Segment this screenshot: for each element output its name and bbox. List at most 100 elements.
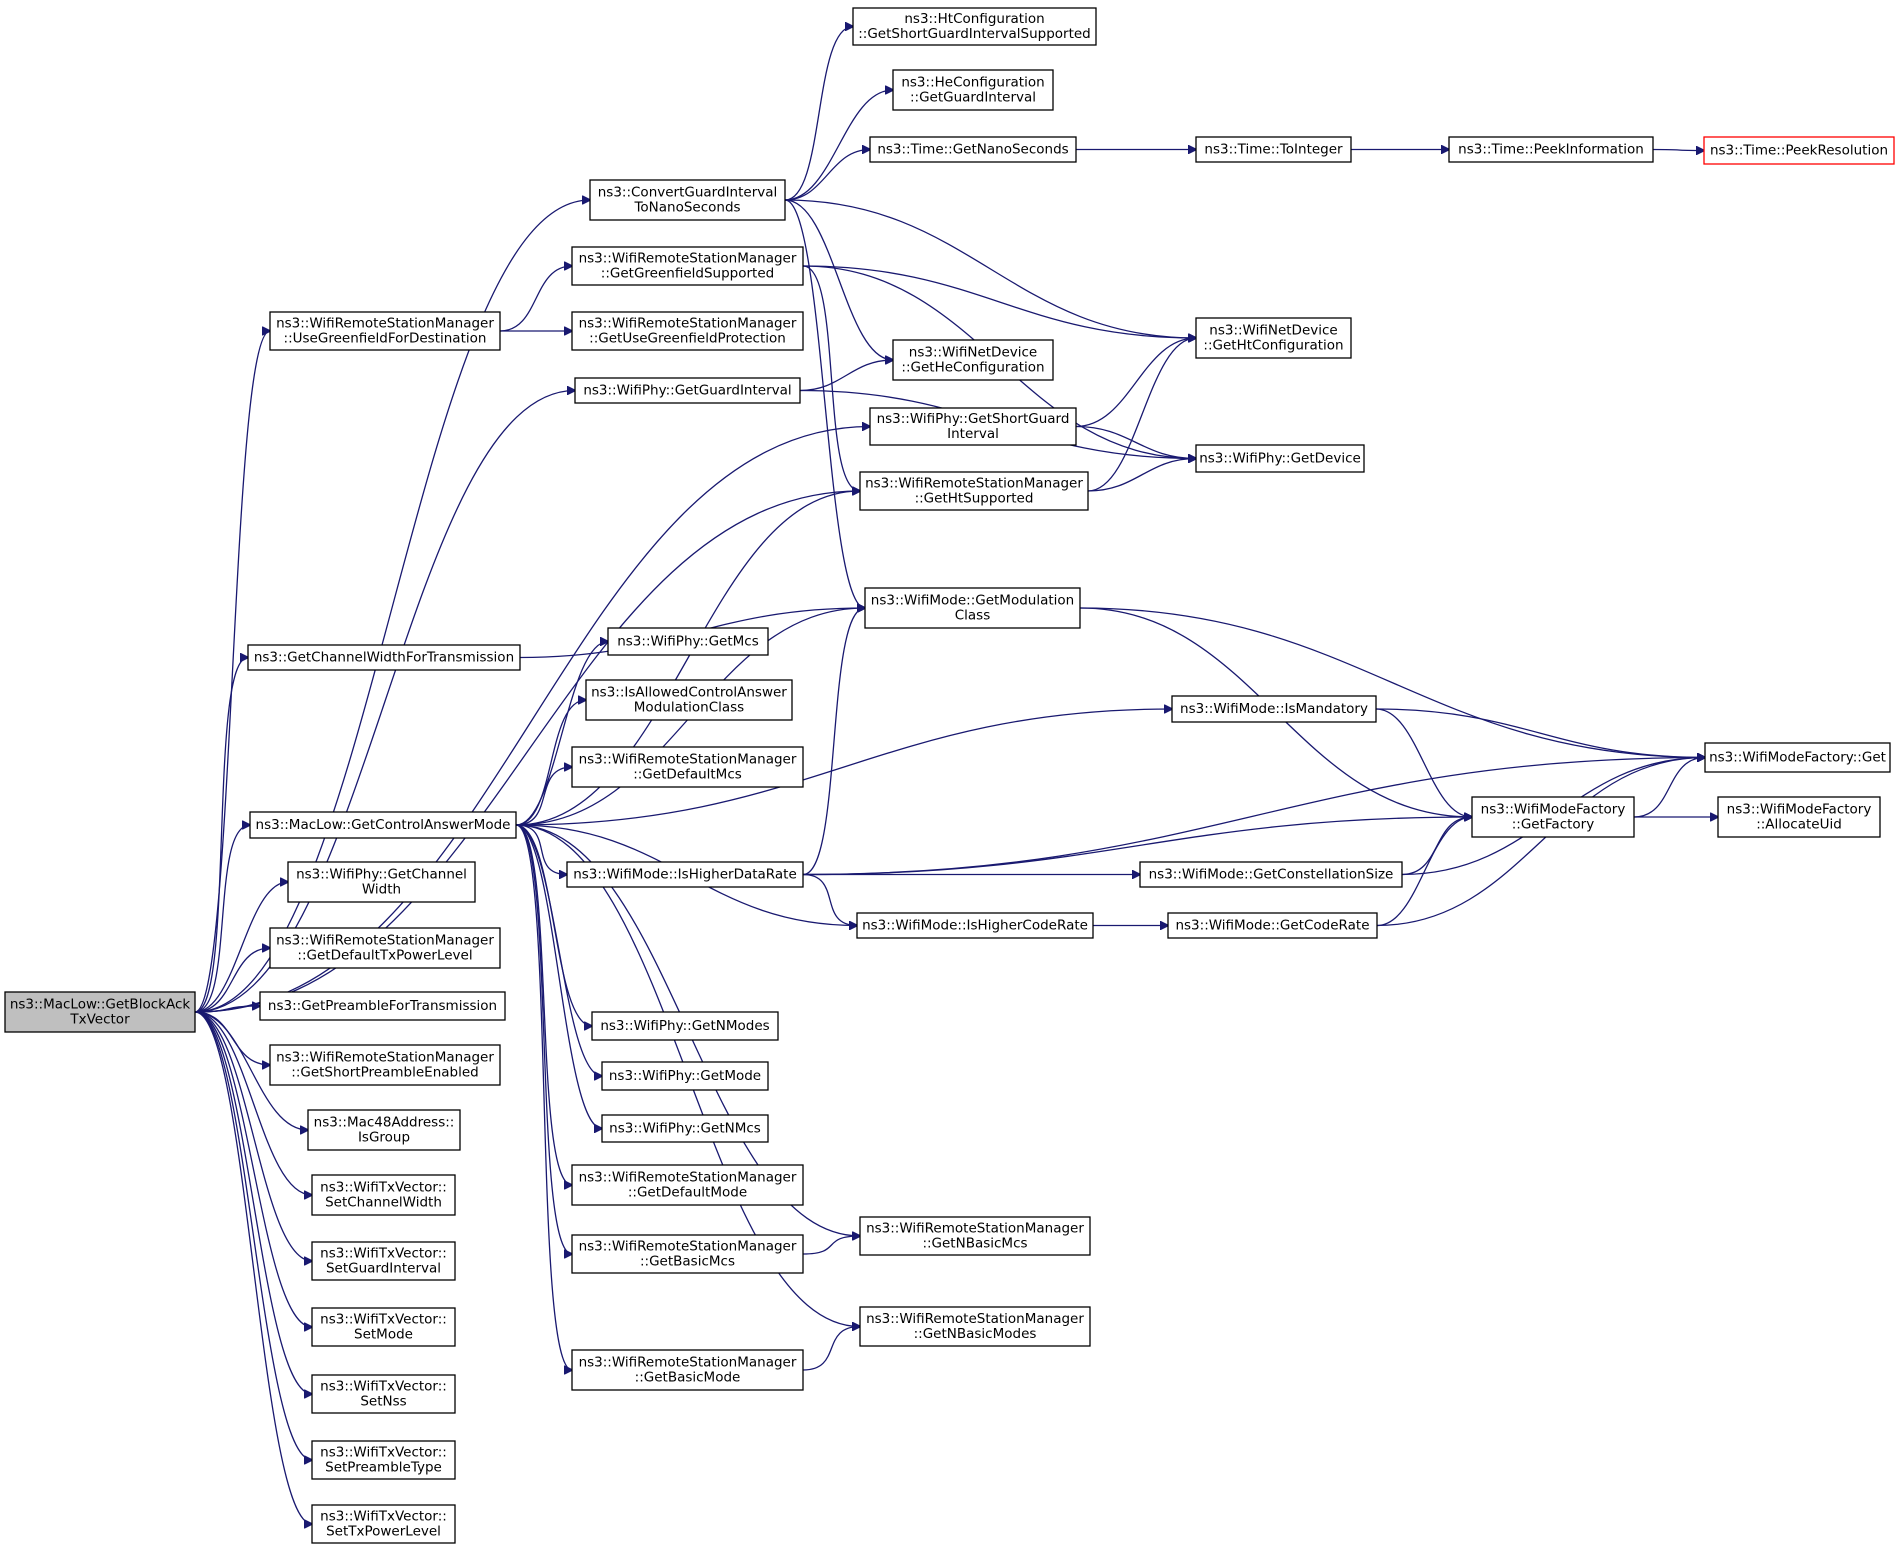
node-box [249, 811, 517, 839]
edge-ht-supported-to-get-device [1087, 459, 1196, 492]
node-box [311, 1307, 456, 1347]
node-label: SetPreambleType [325, 1460, 442, 1476]
node-label: ns3::Time::GetNanoSeconds [877, 142, 1068, 158]
node-label: ns3::WifiMode::IsHigherDataRate [573, 867, 797, 883]
node-label: ns3::WifiMode::GetModulation [871, 593, 1074, 609]
edge-convert-gi-to-get-ht-conf [784, 199, 1196, 338]
node-label: ns3::WifiTxVector:: [320, 1509, 447, 1525]
node-label: ns3::HeConfiguration [901, 75, 1044, 91]
node-label: ns3::WifiRemoteStationManager [579, 316, 797, 332]
node-chan-width-tx[interactable]: ns3::GetChannelWidthForTransmission [247, 644, 521, 671]
node-phy-short-gi[interactable]: ns3::WifiPhy::GetShortGuardInterval [869, 407, 1077, 446]
node-label: ::GetNBasicModes [914, 1326, 1037, 1342]
node-label: ns3::Time::PeekResolution [1710, 143, 1888, 159]
node-greenfield-supp[interactable]: ns3::WifiRemoteStationManager::GetGreenf… [571, 246, 804, 286]
node-higher-code-rate[interactable]: ns3::WifiMode::IsHigherCodeRate [856, 912, 1094, 939]
node-higher-data-rate[interactable]: ns3::WifiMode::IsHigherDataRate [566, 861, 804, 888]
node-phy-nmcs[interactable]: ns3::WifiPhy::GetNMcs [601, 1114, 769, 1143]
node-get-device[interactable]: ns3::WifiPhy::GetDevice [1195, 444, 1365, 473]
node-phy-get-mcs[interactable]: ns3::WifiPhy::GetMcs [607, 627, 769, 656]
node-short-preamble[interactable]: ns3::WifiRemoteStationManager::GetShortP… [269, 1044, 501, 1086]
node-set-chan-width[interactable]: ns3::WifiTxVector::SetChannelWidth [311, 1174, 456, 1216]
node-label: ::GetShortGuardIntervalSupported [858, 26, 1091, 42]
node-peek-info[interactable]: ns3::Time::PeekInformation [1448, 136, 1654, 163]
node-label: ::GetHtSupported [915, 491, 1034, 507]
edge-mod-class-to-factory-get [1079, 607, 1705, 758]
node-phy-gi[interactable]: ns3::WifiPhy::GetGuardInterval [574, 377, 801, 404]
node-box [4, 991, 196, 1033]
node-basic-mcs[interactable]: ns3::WifiRemoteStationManager::GetBasicM… [571, 1234, 804, 1274]
node-label: ns3::Time::ToInteger [1204, 142, 1343, 158]
node-label: ns3::WifiTxVector:: [320, 1312, 447, 1328]
node-preamble-tx[interactable]: ns3::GetPreambleForTransmission [259, 991, 506, 1021]
edge-basic-mcs-to-n-basic-mcs [802, 1236, 860, 1255]
node-get-he-conf[interactable]: ns3::WifiNetDevice::GetHeConfiguration [892, 339, 1054, 381]
node-basic-mode[interactable]: ns3::WifiRemoteStationManager::GetBasicM… [571, 1349, 804, 1391]
node-peek-res[interactable]: ns3::Time::PeekResolution [1703, 136, 1895, 165]
node-box [1195, 136, 1352, 163]
node-label: ToNanoSeconds [633, 200, 740, 216]
node-label: ns3::WifiTxVector:: [320, 1445, 447, 1461]
node-box [571, 1164, 804, 1206]
node-set-mode[interactable]: ns3::WifiTxVector::SetMode [311, 1307, 456, 1347]
edge-layer [194, 27, 1718, 1525]
node-box [869, 407, 1077, 446]
node-set-tx-power[interactable]: ns3::WifiTxVector::SetTxPowerLevel [311, 1504, 456, 1544]
node-is-allowed[interactable]: ns3::IsAllowedControlAnswerModulationCla… [585, 679, 793, 721]
node-alloc-uid[interactable]: ns3::WifiModeFactory::AllocateUid [1717, 796, 1881, 838]
node-phy-get-mode[interactable]: ns3::WifiPhy::GetMode [601, 1061, 769, 1091]
node-label: ns3::WifiModeFactory::Get [1709, 750, 1886, 766]
node-box [571, 746, 804, 788]
node-default-mode[interactable]: ns3::WifiRemoteStationManager::GetDefaul… [571, 1164, 804, 1206]
node-use-greenfield[interactable]: ns3::WifiRemoteStationManager::UseGreenf… [269, 311, 501, 351]
node-label: ns3::WifiRemoteStationManager [579, 251, 797, 267]
node-box [247, 644, 521, 671]
edge-root-to-is-group [194, 1011, 308, 1130]
node-label: ns3::Mac48Address:: [314, 1115, 455, 1131]
node-label: ns3::WifiRemoteStationManager [866, 1311, 1084, 1327]
edge-ctrl-answer-to-basic-mode [515, 824, 572, 1370]
node-label: SetNss [360, 1394, 406, 1410]
node-use-green-prot[interactable]: ns3::WifiRemoteStationManager::GetUseGre… [571, 311, 804, 351]
node-label: Interval [947, 426, 999, 442]
node-box [591, 1011, 779, 1041]
node-ht-supported[interactable]: ns3::WifiRemoteStationManager::GetHtSupp… [859, 471, 1089, 511]
node-label: ::GetGreenfieldSupported [601, 266, 774, 282]
node-factory-get[interactable]: ns3::WifiModeFactory::Get [1704, 742, 1891, 773]
node-label: ns3::WifiTxVector:: [320, 1180, 447, 1196]
node-get-nano[interactable]: ns3::Time::GetNanoSeconds [869, 136, 1077, 163]
node-def-tx-power[interactable]: ns3::WifiRemoteStationManager::GetDefaul… [269, 927, 501, 969]
node-phy-chan-width[interactable]: ns3::WifiPhy::GetChannelWidth [287, 861, 476, 903]
node-code-rate[interactable]: ns3::WifiMode::GetCodeRate [1167, 912, 1378, 939]
node-box [1717, 796, 1881, 838]
node-get-ht-conf[interactable]: ns3::WifiNetDevice::GetHtConfiguration [1195, 317, 1352, 359]
node-is-mandatory[interactable]: ns3::WifiMode::IsMandatory [1171, 695, 1377, 723]
node-phy-nmodes[interactable]: ns3::WifiPhy::GetNModes [591, 1011, 779, 1041]
node-n-basic-modes[interactable]: ns3::WifiRemoteStationManager::GetNBasic… [859, 1306, 1091, 1347]
edge-root-to-set-gi [194, 1011, 312, 1261]
node-to-integer[interactable]: ns3::Time::ToInteger [1195, 136, 1352, 163]
node-set-gi[interactable]: ns3::WifiTxVector::SetGuardInterval [311, 1241, 456, 1281]
node-box [269, 927, 501, 969]
node-const-size[interactable]: ns3::WifiMode::GetConstellationSize [1139, 861, 1403, 888]
node-label: ns3::WifiTxVector:: [320, 1246, 447, 1262]
edge-basic-mode-to-n-basic-modes [802, 1327, 860, 1371]
node-ht-short-gi[interactable]: ns3::HtConfiguration::GetShortGuardInter… [852, 7, 1097, 46]
node-label: ns3::WifiPhy::GetMode [609, 1068, 761, 1084]
node-n-basic-mcs[interactable]: ns3::WifiRemoteStationManager::GetNBasic… [859, 1216, 1091, 1256]
node-box [892, 69, 1054, 111]
node-box [856, 912, 1094, 939]
node-ctrl-answer[interactable]: ns3::MacLow::GetControlAnswerMode [249, 811, 517, 839]
node-set-nss[interactable]: ns3::WifiTxVector::SetNss [311, 1374, 456, 1414]
node-get-factory[interactable]: ns3::WifiModeFactory::GetFactory [1471, 796, 1635, 838]
node-set-preamble[interactable]: ns3::WifiTxVector::SetPreambleType [311, 1440, 456, 1480]
node-label: ns3::ConvertGuardInterval [598, 185, 778, 201]
node-box [859, 1216, 1091, 1256]
node-he-gi[interactable]: ns3::HeConfiguration::GetGuardInterval [892, 69, 1054, 111]
node-default-mcs[interactable]: ns3::WifiRemoteStationManager::GetDefaul… [571, 746, 804, 788]
node-is-group[interactable]: ns3::Mac48Address::IsGroup [307, 1109, 461, 1151]
